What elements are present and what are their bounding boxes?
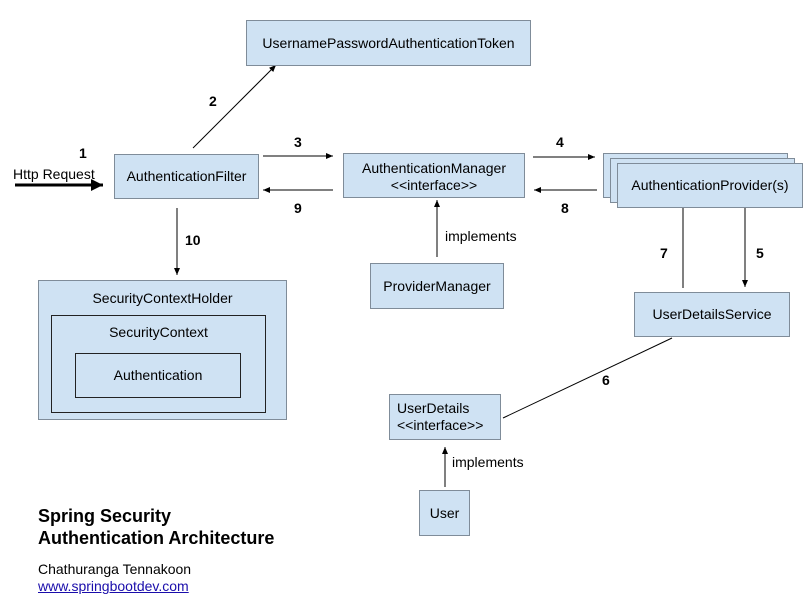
implements-label-2: implements bbox=[452, 454, 524, 470]
step-10-label: 10 bbox=[185, 232, 201, 248]
node-stereotype: <<interface>> bbox=[390, 177, 478, 193]
step-4-label: 4 bbox=[556, 134, 564, 150]
node-label: UserDetailsService bbox=[652, 306, 772, 322]
step-9-label: 9 bbox=[294, 200, 302, 216]
step-2-label: 2 bbox=[209, 93, 217, 109]
node-label: UserDetails bbox=[397, 400, 470, 416]
title-line-1: Spring Security bbox=[38, 506, 172, 526]
implements-label-1: implements bbox=[445, 228, 517, 244]
step-5-label: 5 bbox=[756, 245, 764, 261]
http-request-label: Http Request bbox=[13, 166, 95, 182]
website-link[interactable]: www.springbootdev.com bbox=[38, 578, 189, 594]
node-label: SecurityContextHolder bbox=[92, 290, 233, 306]
node-stereotype: <<interface>> bbox=[397, 417, 484, 433]
step-8-label: 8 bbox=[561, 200, 569, 216]
username-password-token-node: UsernamePasswordAuthenticationToken bbox=[246, 20, 531, 66]
step-6-label: 6 bbox=[602, 372, 610, 388]
step-7-label: 7 bbox=[660, 245, 668, 261]
node-label: Authentication bbox=[113, 367, 203, 383]
node-label: User bbox=[429, 504, 460, 521]
arrow-2 bbox=[192, 64, 277, 149]
node-label: AuthenticationManager bbox=[362, 160, 506, 176]
provider-manager-node: ProviderManager bbox=[370, 263, 504, 309]
node-label: AuthenticationProvider(s) bbox=[631, 177, 789, 193]
node-label: ProviderManager bbox=[383, 277, 491, 294]
node-label: SecurityContext bbox=[109, 324, 208, 340]
authentication-filter-node: AuthenticationFilter bbox=[114, 154, 259, 199]
user-details-node: UserDetails<<interface>> bbox=[389, 394, 501, 440]
user-details-service-node: UserDetailsService bbox=[634, 292, 790, 337]
node-label: AuthenticationFilter bbox=[126, 168, 247, 184]
step-1-label: 1 bbox=[79, 145, 87, 161]
node-label: UsernamePasswordAuthenticationToken bbox=[262, 34, 515, 51]
user-node: User bbox=[419, 490, 470, 536]
line-6 bbox=[502, 337, 673, 419]
authentication-provider-node: AuthenticationProvider(s) bbox=[617, 163, 803, 208]
author-name: Chathuranga Tennakoon bbox=[38, 561, 192, 577]
title-line-2: Authentication Architecture bbox=[38, 528, 275, 548]
authentication-node: Authentication bbox=[75, 353, 241, 398]
step-3-label: 3 bbox=[294, 134, 302, 150]
authentication-manager-node: AuthenticationManager<<interface>> bbox=[343, 153, 525, 198]
